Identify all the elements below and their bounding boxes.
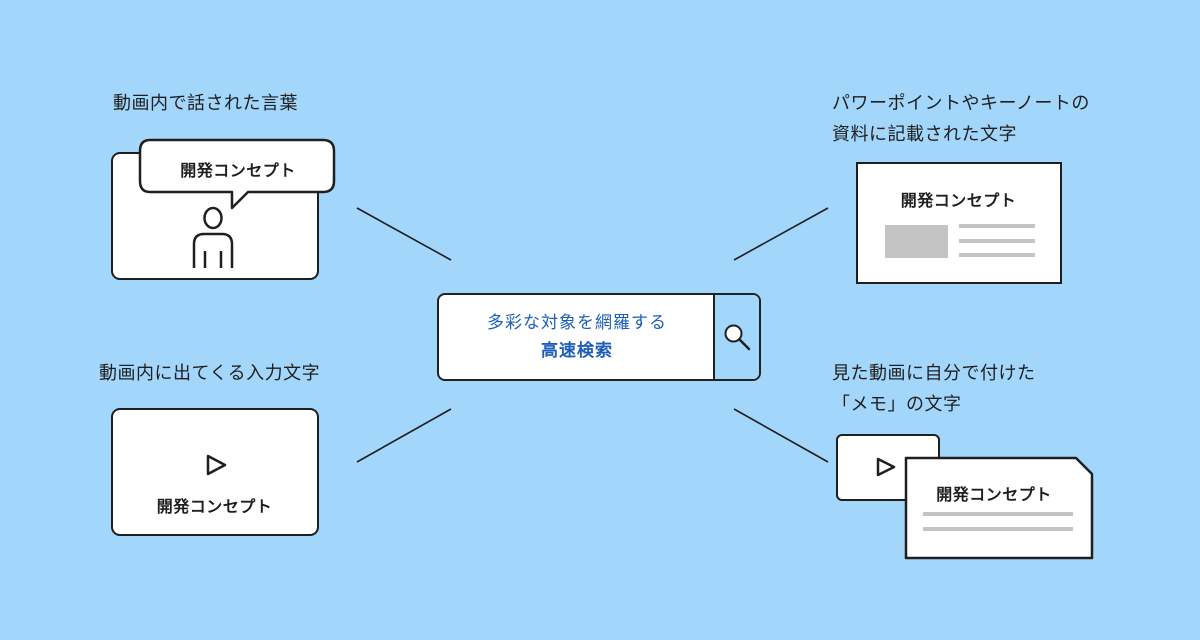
play-icon xyxy=(206,454,227,476)
input-card-text: 開発コンセプト xyxy=(156,497,273,516)
slide-text-line xyxy=(959,253,1035,257)
connector-top-left xyxy=(356,207,452,261)
top-left-label-text: 動画内で話された言葉 xyxy=(113,93,298,114)
search-button[interactable] xyxy=(713,295,759,379)
top-right-label-line2: 資料に記載された文字 xyxy=(832,124,1017,145)
memo-note xyxy=(904,456,1094,560)
bottom-left-label-text: 動画内に出てくる入力文字 xyxy=(99,363,321,384)
top-right-label: パワーポイントやキーノートの 資料に記載された文字 xyxy=(832,88,1090,150)
play-icon xyxy=(876,457,896,477)
slide-document: 開発コンセプト xyxy=(856,162,1062,284)
connector-bottom-left xyxy=(356,408,452,463)
slide-text-line xyxy=(959,224,1035,228)
video-input-card: 開発コンセプト xyxy=(111,408,319,536)
memo-text: 開発コンセプト xyxy=(936,485,1052,504)
bottom-right-label-line1: 見た動画に自分で付けた xyxy=(832,363,1036,384)
bottom-left-label: 動画内に出てくる入力文字 xyxy=(99,358,320,389)
search-subtitle: 多彩な対象を網羅する xyxy=(487,313,667,333)
magnifier-icon xyxy=(724,324,751,351)
search-text: 多彩な対象を網羅する 高速検索 xyxy=(439,295,715,379)
connector-top-right xyxy=(733,207,829,261)
top-left-label: 動画内で話された言葉 xyxy=(113,88,298,119)
bottom-right-label-line2: 「メモ」の文字 xyxy=(832,394,962,415)
bubble-text: 開発コンセプト xyxy=(180,161,296,180)
connector-bottom-right xyxy=(733,408,829,463)
slide-image-placeholder xyxy=(885,225,948,258)
speech-bubble xyxy=(138,138,336,210)
top-right-label-line1: パワーポイントやキーノートの xyxy=(832,93,1090,114)
bottom-right-label: 見た動画に自分で付けた 「メモ」の文字 xyxy=(832,358,1036,420)
search-box[interactable]: 多彩な対象を網羅する 高速検索 xyxy=(437,293,761,381)
slide-title: 開発コンセプト xyxy=(900,191,1017,210)
slide-text-line xyxy=(959,239,1035,243)
person-icon xyxy=(192,206,234,268)
search-title: 高速検索 xyxy=(541,341,613,361)
